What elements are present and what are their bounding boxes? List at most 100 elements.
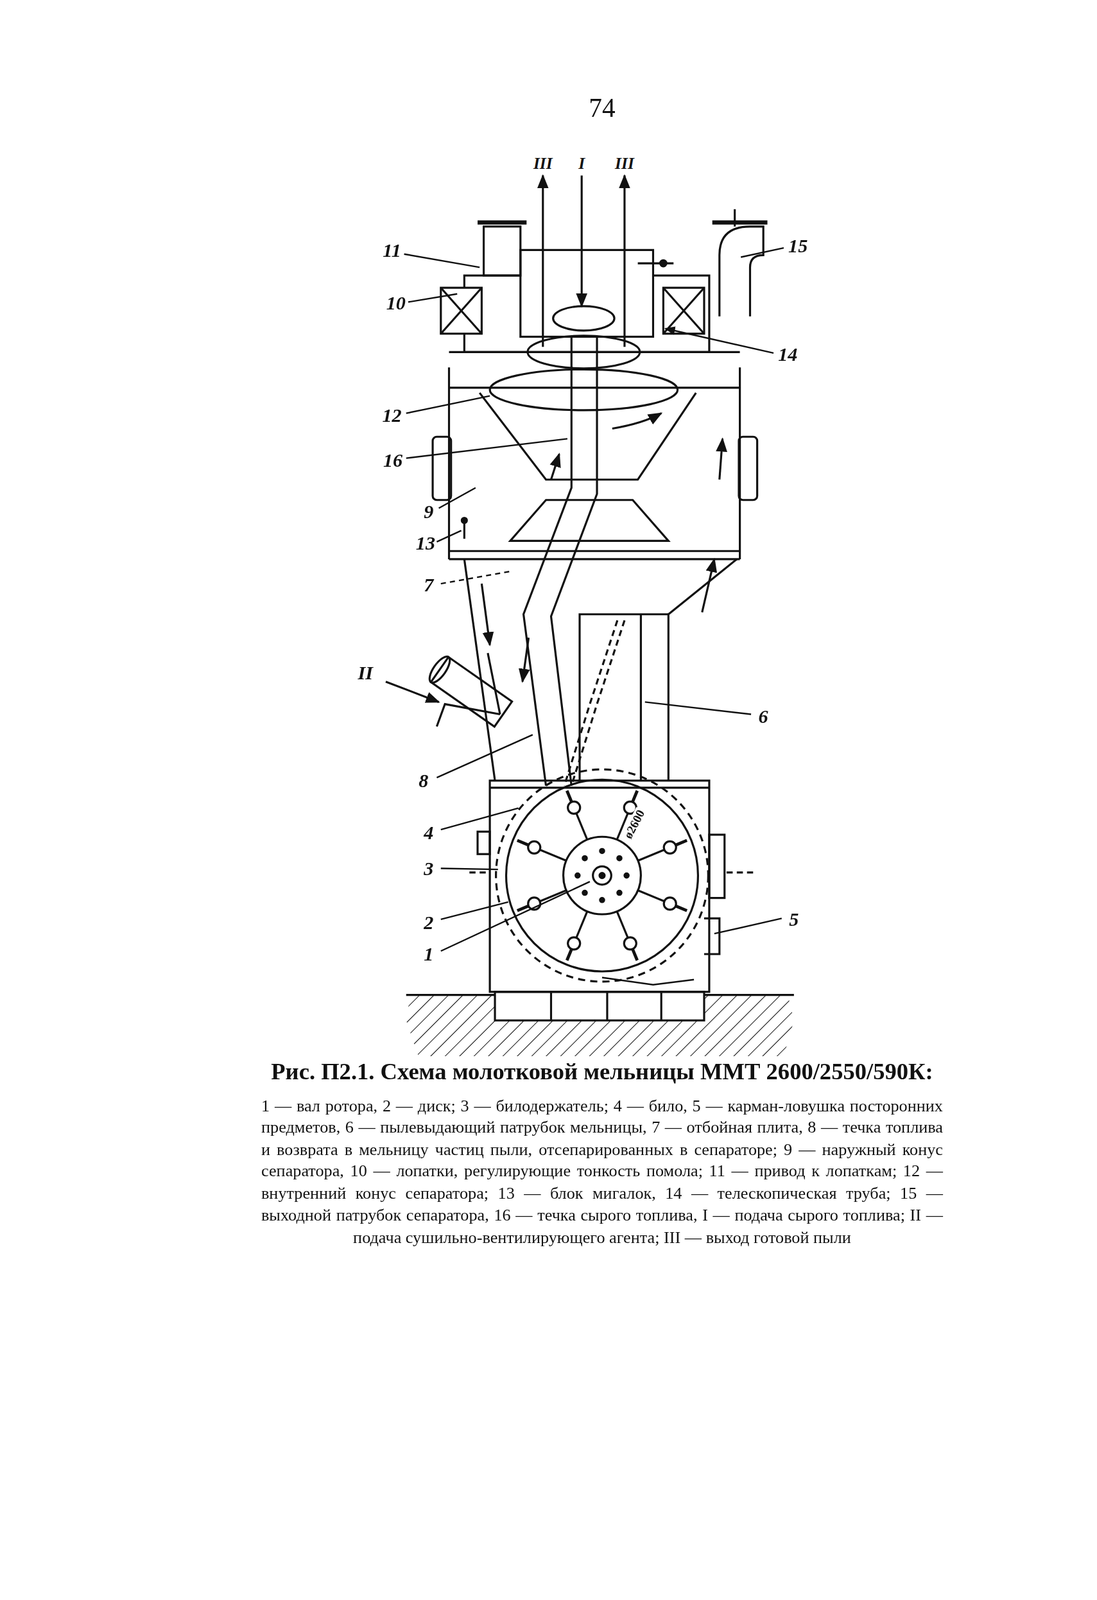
- separator-top: [660, 259, 667, 267]
- leader-lines: [440, 881, 590, 951]
- rotor: [617, 890, 622, 895]
- callout-number: 10: [385, 293, 407, 315]
- callout-number: 8: [417, 770, 430, 793]
- separator-top: [440, 287, 483, 334]
- swirl-flow: [553, 306, 615, 331]
- separator-top: [440, 287, 483, 334]
- rotor: [599, 872, 605, 879]
- leader-lines: [404, 254, 481, 268]
- leader-lines: [439, 487, 476, 509]
- callout-number: 7: [423, 575, 435, 597]
- callout-number: 2: [423, 912, 435, 934]
- callout-number: 16: [381, 450, 404, 472]
- mill-casing: [469, 780, 757, 992]
- flow-arrows: [702, 559, 715, 613]
- figure-title: Рис. П2.1. Схема молотковой мельницы ММТ…: [270, 1059, 933, 1085]
- swirl-flow: [489, 369, 678, 411]
- swirl-flow: [489, 306, 678, 429]
- leader-lines: [645, 701, 752, 714]
- page-number: 74: [587, 94, 617, 124]
- mill-casing: [709, 834, 725, 899]
- rotor: [617, 855, 622, 860]
- callout-number: 13: [414, 532, 436, 554]
- callout-number: 3: [423, 858, 435, 880]
- rotor: [539, 890, 567, 902]
- flow-arrows: [522, 637, 529, 682]
- callout-number: III: [614, 154, 636, 173]
- flow-arrows: [481, 583, 490, 645]
- agent-inlet: [426, 653, 513, 727]
- rotor: [576, 910, 588, 938]
- leader-lines: [440, 901, 509, 920]
- agent-inlet: [426, 653, 454, 686]
- rotor: [675, 905, 688, 911]
- rotor: [568, 937, 581, 950]
- callout-number: 4: [423, 822, 435, 845]
- foundation: [550, 991, 553, 1021]
- separator-top: [449, 351, 741, 354]
- rotor: [582, 855, 587, 860]
- rotor: [638, 849, 665, 861]
- rotor: [663, 840, 676, 854]
- separator-top: [733, 209, 736, 227]
- separator: [449, 557, 741, 560]
- rotor: [506, 779, 699, 972]
- flow-arrows: [385, 175, 723, 702]
- rotor: [566, 948, 572, 961]
- foundation: [494, 991, 705, 1021]
- rotor: [528, 840, 541, 854]
- transition-ducts: [464, 249, 737, 786]
- flow-arrows: [385, 681, 440, 703]
- callout-number: II: [356, 662, 375, 684]
- callout-number: 12: [381, 405, 403, 427]
- rotor: [632, 948, 637, 961]
- mill-casing: [726, 871, 758, 873]
- leader-lines: [436, 734, 533, 778]
- separator-top: [638, 261, 674, 264]
- rotor: [496, 768, 709, 982]
- transition-ducts: [668, 559, 737, 781]
- rotor: [517, 905, 529, 911]
- rotor: [663, 897, 676, 910]
- callout-number: 15: [787, 236, 809, 258]
- flow-arrows: [580, 175, 583, 306]
- separator-top: [440, 287, 483, 334]
- transition-ducts: [579, 614, 669, 781]
- foundation: [406, 991, 795, 1056]
- rotor: [624, 872, 629, 877]
- separator: [510, 500, 669, 542]
- callout-number: 5: [788, 909, 800, 931]
- swirl-flow: [527, 335, 640, 369]
- separator-top: [483, 226, 521, 276]
- agent-inlet: [487, 652, 501, 714]
- rotor: [517, 840, 529, 845]
- rotor: [623, 937, 637, 950]
- leader-lines: [440, 867, 499, 870]
- rotor: [582, 890, 587, 895]
- rotor: [600, 898, 605, 902]
- separator: [432, 367, 758, 560]
- rotor: [496, 768, 709, 982]
- agent-inlet: [426, 652, 513, 727]
- separator: [463, 522, 466, 539]
- flow-arrows: [719, 438, 723, 480]
- agent-inlet: [430, 656, 512, 726]
- separator: [479, 392, 696, 480]
- mill-casing: [489, 780, 710, 992]
- separator-top: [520, 249, 654, 337]
- callout-number: 1: [423, 944, 435, 966]
- flow-arrows: [550, 453, 560, 480]
- callout-number: III: [532, 154, 554, 173]
- leader-lines: [665, 328, 775, 354]
- swirl-flow: [612, 413, 662, 429]
- separator: [448, 367, 450, 560]
- separator: [432, 436, 452, 501]
- rotor: [566, 790, 572, 802]
- callout-number: 9: [423, 501, 435, 523]
- leader-lines: [404, 247, 784, 951]
- rotor: [576, 813, 588, 840]
- mill-casing: [477, 831, 490, 854]
- leader-lines: [440, 571, 511, 584]
